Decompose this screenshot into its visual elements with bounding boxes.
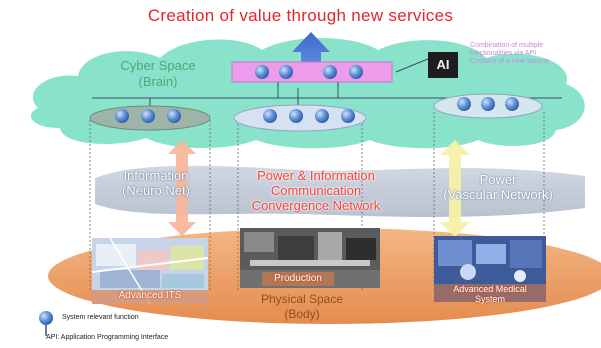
photo-production — [240, 228, 380, 288]
photo-advanced-its — [91, 237, 209, 305]
function-ball — [289, 109, 303, 123]
function-ball — [141, 109, 155, 123]
up-arrow — [292, 32, 330, 62]
photo-advanced-medical-system — [434, 236, 546, 302]
photo-label-advanced-its: Advanced ITS — [118, 290, 182, 301]
cyber-space-line2: (Brain) — [138, 74, 178, 89]
cyber-space-line1: Cyber Space — [120, 58, 196, 73]
function-ball — [323, 65, 337, 79]
api-function-balls — [255, 65, 363, 79]
power-info-network-line1: Power & Information — [257, 168, 375, 183]
function-ball — [349, 65, 363, 79]
function-ball — [279, 65, 293, 79]
function-ball — [315, 109, 329, 123]
information-line1: Information — [123, 168, 189, 183]
power-info-network-line3: Convergence Network — [251, 198, 381, 213]
photo-label-production: Production — [274, 273, 322, 284]
power-info-network-line2: Communication — [270, 183, 362, 198]
diagram-title: Creation of value through new services — [147, 6, 454, 25]
function-ball — [481, 97, 495, 111]
function-ball — [115, 109, 129, 123]
power-label: Power (Vascular Network) — [410, 172, 586, 202]
cyber-space-label: Cyber Space (Brain) — [88, 58, 228, 90]
function-ball — [167, 109, 181, 123]
function-ball — [457, 97, 471, 111]
combination-note-line2: functionalities via API — [470, 50, 537, 57]
function-ball — [263, 109, 277, 123]
legend-pin — [39, 311, 53, 336]
legend-api-text: API: Application Programming Interface — [46, 334, 169, 341]
information-label: Information (Neuro Net) — [96, 168, 216, 198]
physical-space-line1: Physical Space — [260, 292, 344, 306]
legend-function-text: System relevant function — [62, 314, 139, 321]
function-ball — [505, 97, 519, 111]
power-line2: (Vascular Network) — [443, 187, 553, 202]
physical-space-label: Physical Space (Body) — [222, 292, 382, 322]
information-arrow — [168, 140, 196, 236]
power-line1: Power — [479, 172, 517, 187]
physical-space-line2: (Body) — [284, 307, 320, 321]
function-ball — [255, 65, 269, 79]
power-info-network-label: Power & Information Communication Conver… — [218, 168, 414, 213]
combination-note-line1: Combination of multiple — [470, 42, 544, 49]
information-line2: (Neuro Net) — [122, 183, 190, 198]
combination-note: Combination of multiple functionalities … — [440, 42, 590, 66]
network-band — [95, 165, 585, 217]
combination-note-line3: Creation of a new service — [470, 58, 549, 65]
ai-box: AI — [428, 52, 458, 78]
function-ball — [341, 109, 355, 123]
power-arrow — [440, 140, 470, 237]
photo-label-medical: Advanced Medical System — [453, 284, 527, 304]
